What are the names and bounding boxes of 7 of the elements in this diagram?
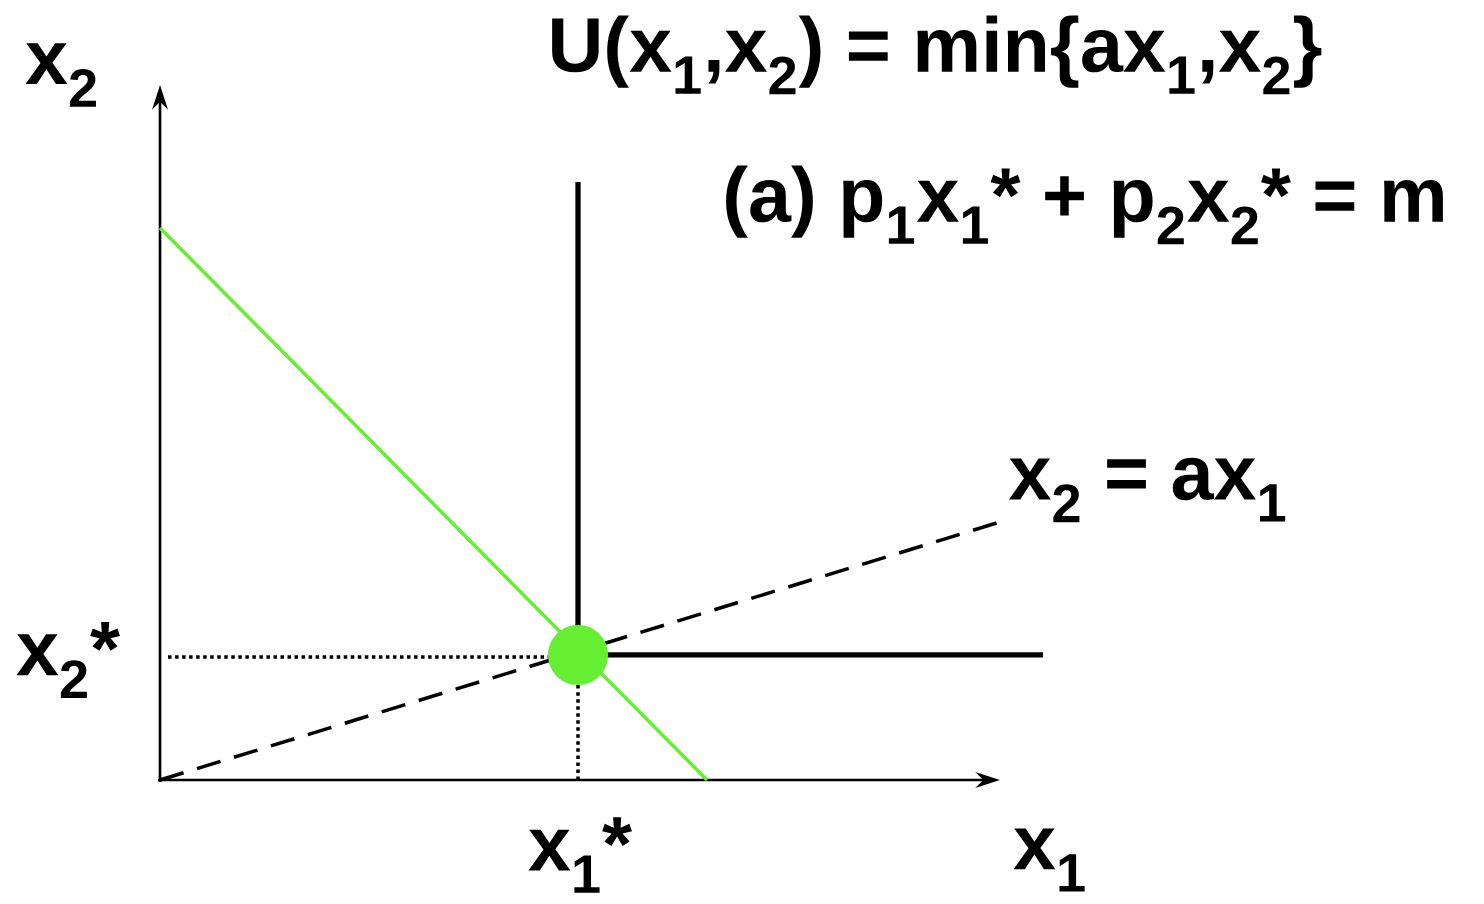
budget-equation: (a) p$_{1}$x$_{1}$* + p$_{2}$x$_{2}$* = m [726, 165, 1443, 245]
axis-label: x$_{1}$ [1013, 828, 1085, 892]
axis-label: x$_{2}$ [25, 43, 96, 107]
axis-tick-label: x$_{2}$* [16, 622, 120, 698]
title: U(x$_{1}$,x$_{2}$) = min{ax$_{1}$,x$_{2}$} [552, 15, 1322, 95]
axis-tick-label: x$_{1}$* [528, 817, 632, 893]
ray-label: x$_{2}$ = ax$_{1}$ [1009, 457, 1286, 523]
